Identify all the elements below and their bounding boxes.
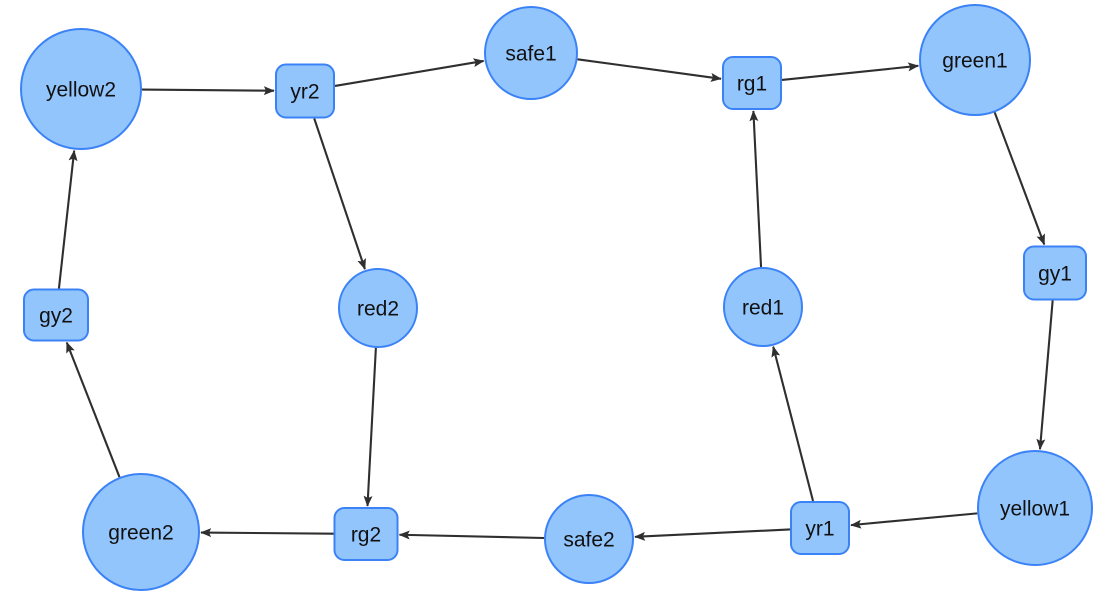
node-safe2[interactable]: safe2 [544, 494, 634, 584]
node-yr1[interactable]: yr1 [790, 501, 850, 555]
node-circle-green1[interactable] [919, 4, 1031, 116]
node-red1[interactable]: red1 [723, 267, 803, 347]
edge-gy1-to-yellow1 [1036, 300, 1054, 451]
edge-yr1-to-red1 [771, 345, 815, 502]
edge-red1-to-rg1 [749, 110, 763, 268]
node-green1[interactable]: green1 [919, 4, 1031, 116]
node-circle-red1[interactable] [723, 267, 803, 347]
node-green2[interactable]: green2 [82, 473, 200, 591]
node-circle-safe2[interactable] [544, 494, 634, 584]
node-circle-green2[interactable] [82, 473, 200, 591]
edge-safe1-to-rg1 [577, 58, 722, 82]
node-rg2[interactable]: rg2 [333, 507, 399, 561]
edges-layer [57, 58, 1054, 541]
node-circle-yellow2[interactable] [20, 28, 142, 150]
edge-rg2-to-green2 [200, 528, 334, 538]
node-rect-rg2[interactable] [333, 507, 399, 561]
edge-green1-to-gy1 [993, 112, 1046, 246]
edge-yr1-to-safe2 [634, 528, 791, 541]
node-gy2[interactable]: gy2 [23, 288, 89, 342]
node-rect-gy1[interactable] [1023, 245, 1087, 301]
edge-gy2-to-yellow2 [57, 149, 78, 289]
node-circle-red2[interactable] [338, 268, 418, 348]
edge-yellow1-to-yr1 [850, 512, 978, 529]
node-red2[interactable]: red2 [338, 268, 418, 348]
node-rect-gy2[interactable] [23, 288, 89, 342]
node-yellow2[interactable]: yellow2 [20, 28, 142, 150]
edge-yr2-to-red2 [313, 118, 366, 270]
node-rg1[interactable]: rg1 [722, 56, 782, 110]
node-yellow1[interactable]: yellow1 [977, 450, 1093, 566]
edge-green2-to-gy2 [65, 341, 121, 478]
edge-red2-to-rg2 [363, 347, 377, 507]
edge-yr2-to-safe1 [334, 58, 485, 87]
node-rect-yr2[interactable] [275, 63, 335, 119]
node-yr2[interactable]: yr2 [275, 63, 335, 119]
node-gy1[interactable]: gy1 [1023, 245, 1087, 301]
node-circle-safe1[interactable] [484, 6, 578, 100]
node-circle-yellow1[interactable] [977, 450, 1093, 566]
nodes-layer: yellow2 yr2 safe1 rg1 green1 gy1 yellow1 yr1 saf… [20, 4, 1093, 591]
edge-yellow2-to-yr2 [141, 86, 275, 96]
edge-safe2-to-rg2 [398, 530, 545, 540]
node-safe1[interactable]: safe1 [484, 6, 578, 100]
node-rect-yr1[interactable] [790, 501, 850, 555]
node-rect-rg1[interactable] [722, 56, 782, 110]
edge-rg1-to-green1 [781, 62, 920, 81]
